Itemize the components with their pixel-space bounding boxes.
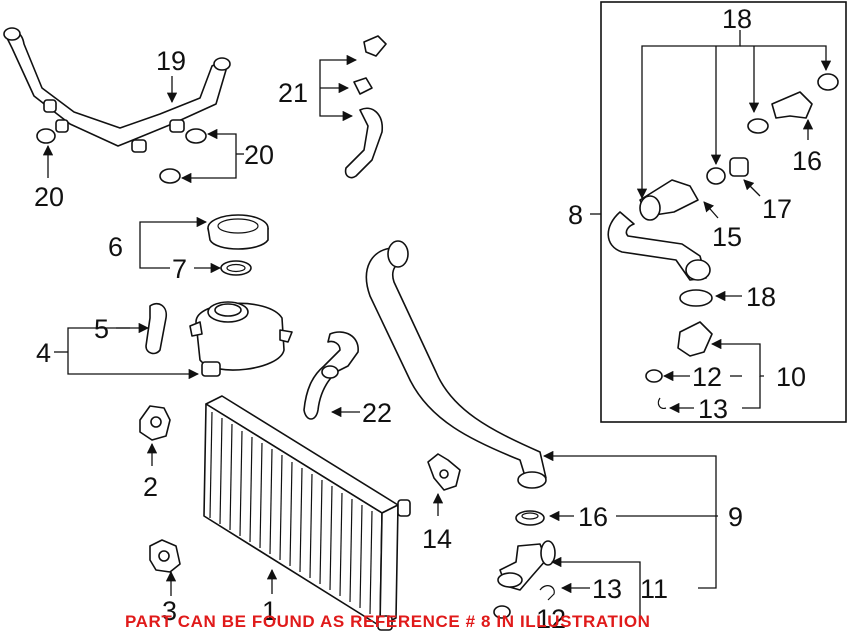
callout-10: 10 <box>776 362 806 392</box>
callout-7: 7 <box>172 254 187 284</box>
callout-17: 17 <box>762 194 792 224</box>
callout-12-lower: 12 <box>536 604 566 634</box>
callout-13-inset: 13 <box>698 394 728 424</box>
callout-21: 21 <box>278 78 308 108</box>
retaining-clip-lower <box>539 585 555 601</box>
callout-11: 11 <box>640 574 668 604</box>
reservoir-cap <box>207 214 269 250</box>
hose-bracket <box>427 453 461 491</box>
callout-1: 1 <box>262 596 277 626</box>
callout-15: 15 <box>712 222 742 252</box>
callout-16-lower: 16 <box>578 502 608 532</box>
reservoir-hose <box>145 302 168 355</box>
o-ring-lower <box>493 605 511 619</box>
inset-hose-assembly <box>607 73 839 409</box>
callout-2: 2 <box>143 472 158 502</box>
callout-20-right: 20 <box>244 140 274 170</box>
callout-20-left: 20 <box>34 182 64 212</box>
coolant-pipe <box>3 27 231 153</box>
callout-4: 4 <box>36 338 51 368</box>
callout-9: 9 <box>728 502 743 532</box>
callout-18-top: 18 <box>722 4 752 34</box>
callout-12-inset: 12 <box>692 362 722 392</box>
lower-hose-elbow <box>497 540 556 591</box>
mount-bracket-lower <box>149 539 181 573</box>
leader-lines <box>42 30 832 620</box>
detail-inset-frame <box>600 1 847 423</box>
bypass-hose <box>303 331 359 420</box>
heater-hose-set <box>344 35 387 179</box>
radiator <box>203 395 411 631</box>
callout-5: 5 <box>94 314 109 344</box>
mount-bracket-upper <box>139 405 171 441</box>
reference-notice: PART CAN BE FOUND AS REFERENCE # 8 IN IL… <box>125 612 651 631</box>
cap-o-ring <box>220 260 252 276</box>
coolant-reservoir <box>189 301 293 377</box>
callout-13-lower: 13 <box>592 574 622 604</box>
callout-16-inset: 16 <box>792 146 822 176</box>
callout-22: 22 <box>362 398 392 428</box>
upper-radiator-hose <box>365 240 547 489</box>
pipe-clamp-left <box>36 128 56 144</box>
callout-labels: 1 2 3 4 5 6 7 8 9 10 11 12 12 13 13 14 1… <box>34 4 822 634</box>
callout-6: 6 <box>108 232 123 262</box>
callout-19: 19 <box>156 46 186 76</box>
hose-clamp-lower <box>515 510 545 526</box>
callout-3: 3 <box>162 596 177 626</box>
callout-14: 14 <box>422 524 452 554</box>
callout-18-lower: 18 <box>746 282 776 312</box>
callout-8: 8 <box>568 200 583 230</box>
pipe-plugs <box>159 128 207 184</box>
